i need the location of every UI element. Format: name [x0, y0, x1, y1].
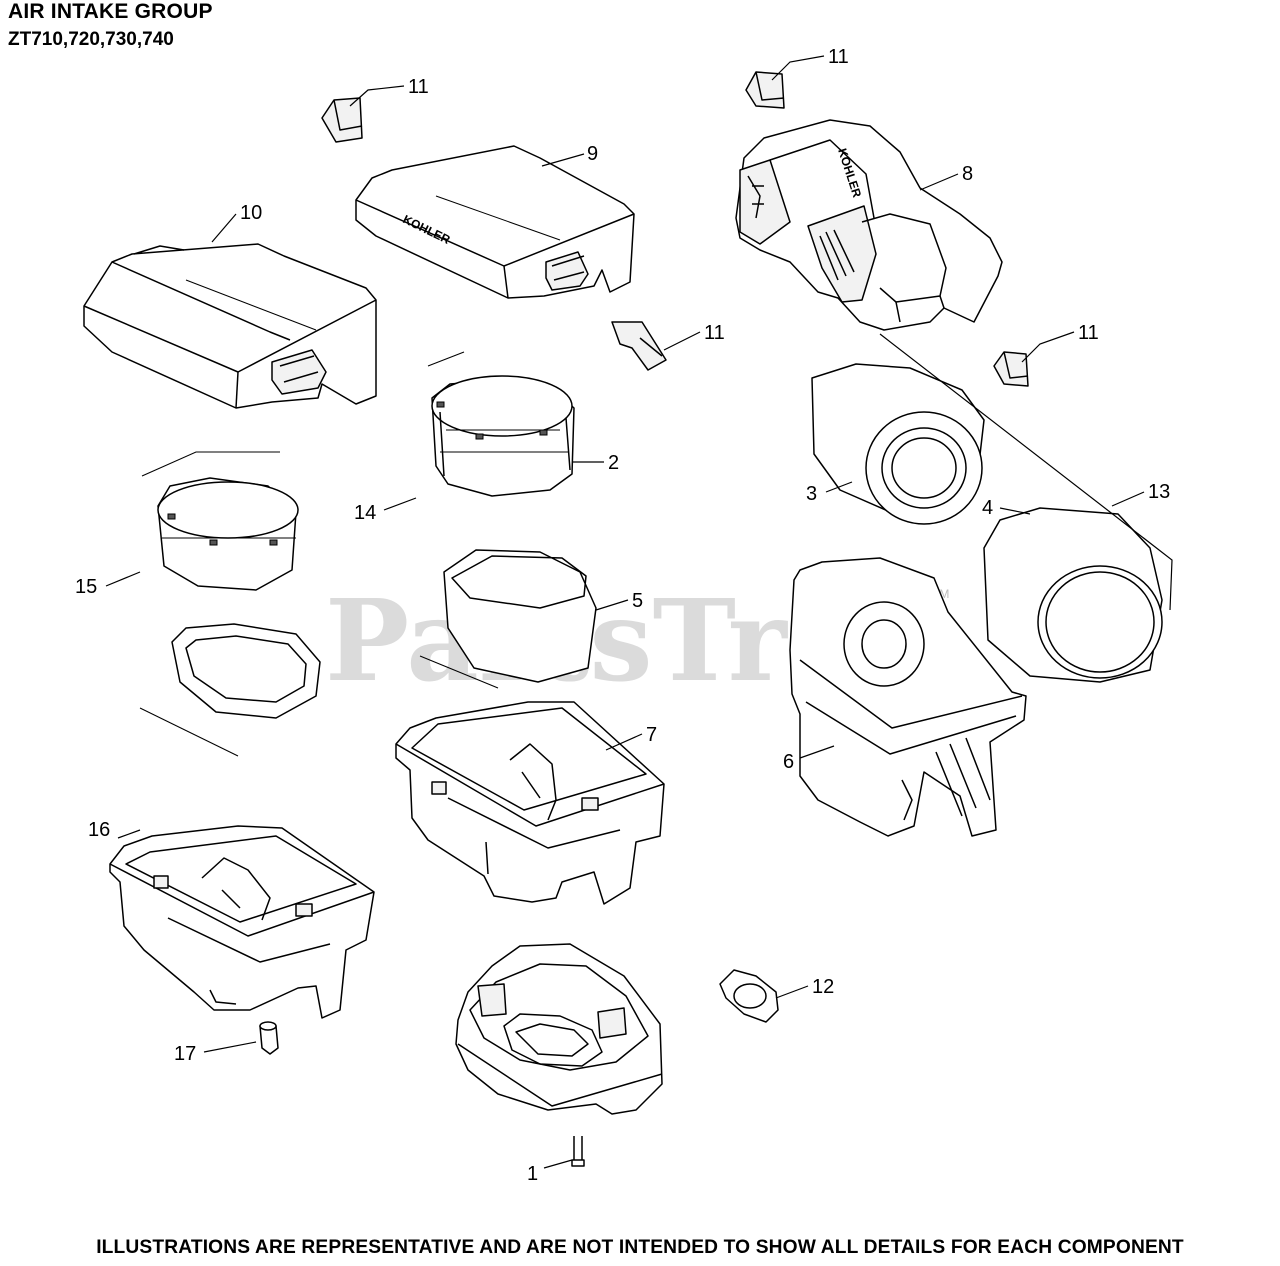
callout-12[interactable]: 12 [812, 976, 834, 998]
part-3-round-element[interactable] [811, 363, 985, 525]
part-1-bolt[interactable] [571, 1136, 585, 1167]
callout-8[interactable]: 8 [962, 163, 973, 185]
model-list: ZT710,720,730,740 [8, 29, 174, 50]
guide-lines [139, 351, 499, 757]
part-10-cover[interactable] [83, 243, 377, 409]
part-6-hd-base[interactable] [789, 557, 1027, 837]
callout-2[interactable]: 2 [608, 452, 619, 474]
diagram-title: AIR INTAKE GROUP [8, 0, 213, 23]
callout-13[interactable]: 13 [1148, 481, 1170, 503]
part-7-base[interactable] [395, 701, 665, 905]
callout-14[interactable]: 14 [354, 502, 376, 524]
callout-1[interactable]: 1 [527, 1163, 538, 1185]
part-13-bracket [879, 333, 1173, 611]
callout-7[interactable]: 7 [646, 724, 657, 746]
callout-17[interactable]: 17 [174, 1043, 196, 1065]
part-11-clip-a[interactable] [321, 97, 363, 143]
part-15-precleaner[interactable] [157, 477, 299, 591]
callout-15[interactable]: 15 [75, 576, 97, 598]
part-17-fitting[interactable] [259, 1021, 279, 1055]
callout-16[interactable]: 16 [88, 819, 110, 841]
base-adapter[interactable] [455, 943, 663, 1115]
disclaimer: ILLUSTRATIONS ARE REPRESENTATIVE AND ARE… [96, 1237, 1184, 1258]
part-16-base[interactable] [109, 825, 375, 1019]
callout-9[interactable]: 9 [587, 143, 598, 165]
callout-3[interactable]: 3 [806, 483, 817, 505]
part-11-clip-b[interactable] [745, 71, 785, 109]
callout-10[interactable]: 10 [240, 202, 262, 224]
part-11-clip-c[interactable] [611, 321, 667, 371]
callout-6[interactable]: 6 [783, 751, 794, 773]
callouts: 11 11 9 10 8 11 11 2 3 4 13 14 15 5 7 6 … [75, 46, 1170, 1185]
callout-4[interactable]: 4 [982, 497, 993, 519]
callout-11-d[interactable]: 11 [1078, 322, 1099, 344]
part-5-sleeve[interactable] [443, 549, 597, 683]
part-4-inner-element[interactable] [983, 507, 1163, 683]
callout-11-b[interactable]: 11 [828, 46, 849, 68]
part-9-cover[interactable]: KOHLER [355, 145, 635, 299]
part-11-clip-d[interactable] [993, 351, 1029, 387]
callout-11-a[interactable]: 11 [408, 76, 429, 98]
part-8-cover[interactable]: KOHLER [735, 119, 1003, 331]
leader-lines [105, 55, 1145, 1169]
callout-11-c[interactable]: 11 [704, 322, 725, 344]
part-12-gasket[interactable] [719, 969, 779, 1023]
oval-seal-left[interactable] [171, 623, 321, 719]
part-2-filter[interactable] [431, 375, 575, 497]
callout-5[interactable]: 5 [632, 590, 643, 612]
